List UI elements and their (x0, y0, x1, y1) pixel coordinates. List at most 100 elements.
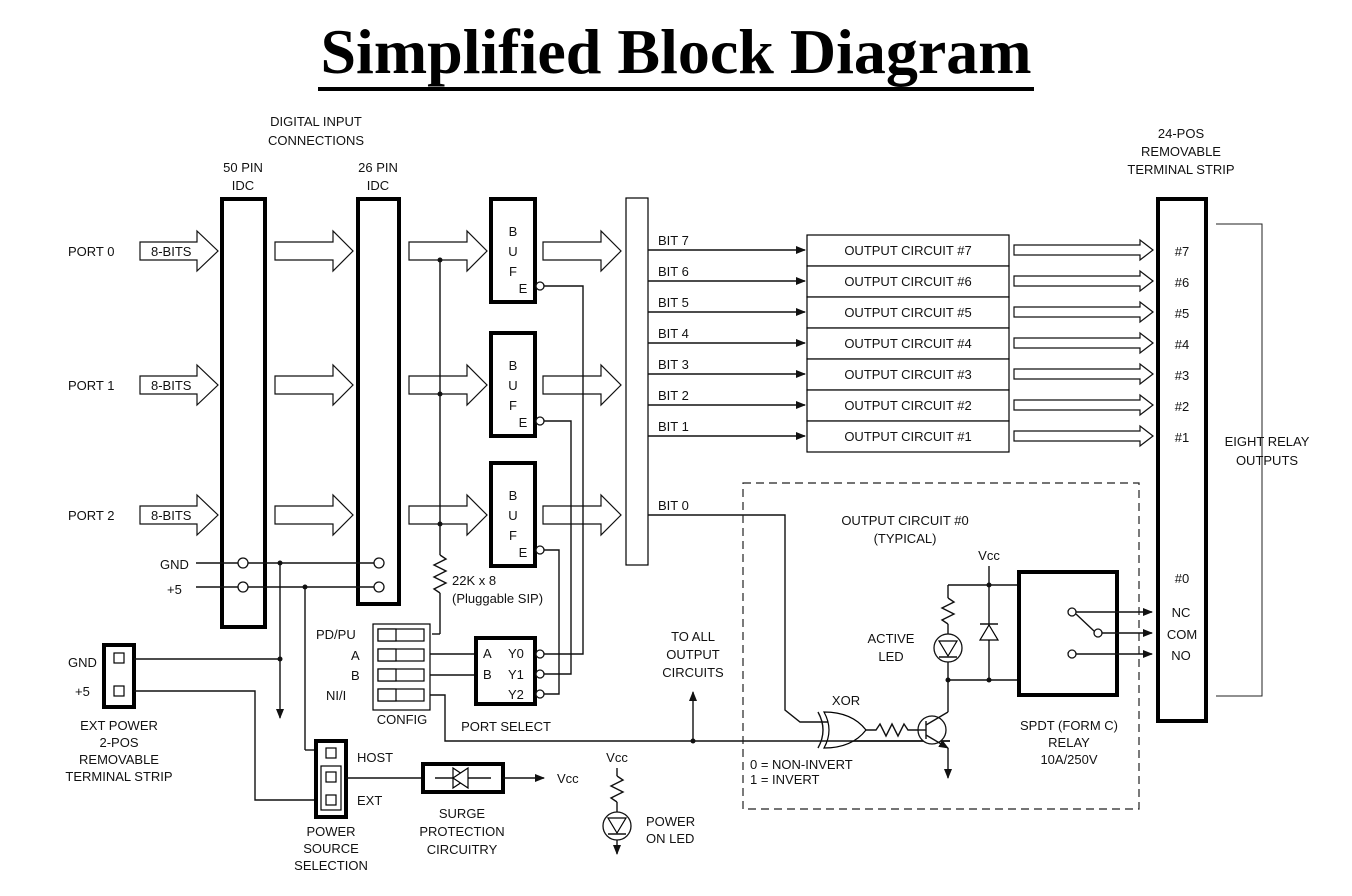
svg-text:EXT POWER: EXT POWER (80, 718, 158, 733)
svg-text:NC: NC (1172, 605, 1191, 620)
bit-lines: BIT 7 BIT 6 BIT 5 BIT 4 BIT 3 BIT 2 BIT … (648, 233, 830, 723)
output-circuit-0-label: OUTPUT CIRCUIT #0 (TYPICAL) (841, 513, 968, 546)
svg-text:#4: #4 (1175, 337, 1189, 352)
bit-1-label: BIT 1 (658, 419, 689, 434)
svg-text:E: E (519, 545, 528, 560)
surge-vcc-label: Vcc (557, 771, 579, 786)
svg-text:#6: #6 (1175, 275, 1189, 290)
config-nii-label: NI/I (326, 688, 346, 703)
svg-text:SELECTION: SELECTION (294, 858, 368, 873)
config-label: CONFIG (377, 712, 428, 727)
svg-text:ACTIVE: ACTIVE (868, 631, 915, 646)
bit-4-label: BIT 4 (658, 326, 689, 341)
surge-protection: Vcc (421, 762, 579, 794)
idc26-label: 26 PIN IDC (358, 160, 398, 193)
idc50-label: 50 PIN IDC (223, 160, 263, 193)
relay-label: SPDT (FORM C) RELAY 10A/250V (1020, 718, 1118, 767)
svg-text:F: F (509, 398, 517, 413)
config-b-label: B (351, 668, 360, 683)
svg-text:#3: #3 (1175, 368, 1189, 383)
svg-text:B: B (509, 224, 518, 239)
svg-text:LED: LED (878, 649, 903, 664)
ext-power-terminal: GND +5 (68, 643, 320, 801)
svg-text:E: E (519, 281, 528, 296)
buffer-1: B U F E (489, 331, 545, 438)
svg-text:CIRCUITS: CIRCUITS (662, 665, 724, 680)
config-pdpu-label: PD/PU (316, 627, 356, 642)
svg-text:POWER: POWER (306, 824, 355, 839)
port-1-row: PORT 1 8-BITS (68, 363, 622, 407)
svg-text:ON LED: ON LED (646, 831, 694, 846)
config-switch[interactable]: PD/PU A B NI/I CONFIG (316, 623, 950, 742)
svg-text:0 = NON-INVERT: 0 = NON-INVERT (750, 757, 853, 772)
buffer-0: B U F E (489, 197, 545, 304)
svg-text:B: B (483, 667, 492, 682)
bit-0-label: BIT 0 (658, 498, 689, 513)
svg-text:POWER: POWER (646, 814, 695, 829)
invert-legend: 0 = NON-INVERT 1 = INVERT (750, 757, 853, 787)
svg-text:#2: #2 (1175, 399, 1189, 414)
output-circuit-4: OUTPUT CIRCUIT #4 (844, 336, 971, 351)
svg-text:SOURCE: SOURCE (303, 841, 359, 856)
svg-text:#0: #0 (1175, 571, 1189, 586)
svg-text:OUTPUT CIRCUIT #0: OUTPUT CIRCUIT #0 (841, 513, 968, 528)
svg-text:TERMINAL STRIP: TERMINAL STRIP (1127, 162, 1234, 177)
svg-text:Vcc: Vcc (606, 750, 628, 765)
port-1-label: PORT 1 (68, 378, 114, 393)
output-circuit-1: OUTPUT CIRCUIT #1 (844, 429, 971, 444)
ext-gnd-label: GND (68, 655, 97, 670)
svg-text:50 PIN: 50 PIN (223, 160, 263, 175)
ext-power-label: EXT POWER 2-POS REMOVABLE TERMINAL STRIP (65, 718, 172, 784)
resistor-label: 22K x 8 (Pluggable SIP) (452, 573, 543, 606)
svg-text:E: E (519, 415, 528, 430)
svg-text:EIGHT RELAY: EIGHT RELAY (1225, 434, 1310, 449)
svg-text:SPDT (FORM C): SPDT (FORM C) (1020, 718, 1118, 733)
pullup-network (432, 257, 448, 635)
svg-text:CONNECTIONS: CONNECTIONS (268, 133, 364, 148)
output-circuit-2: OUTPUT CIRCUIT #2 (844, 398, 971, 413)
svg-text:B: B (509, 488, 518, 503)
svg-text:2-POS: 2-POS (99, 735, 138, 750)
power-rails: GND +5 (160, 557, 385, 751)
plus5-label: +5 (167, 582, 182, 597)
port-0-width: 8-BITS (151, 244, 192, 259)
terminal-strip-label: 24-POS REMOVABLE TERMINAL STRIP (1127, 126, 1234, 177)
output-circuits: OUTPUT CIRCUIT #7 OUTPUT CIRCUIT #6 OUTP… (806, 234, 1010, 453)
svg-text:F: F (509, 528, 517, 543)
svg-text:#5: #5 (1175, 306, 1189, 321)
port-select-decoder: A B Y0 Y1 Y2 PORT SELECT (461, 285, 584, 734)
bit-7-label: BIT 7 (658, 233, 689, 248)
svg-text:U: U (508, 378, 517, 393)
port-2-width: 8-BITS (151, 508, 192, 523)
svg-text:REMOVABLE: REMOVABLE (79, 752, 159, 767)
svg-text:#1: #1 (1175, 430, 1189, 445)
svg-text:B: B (509, 358, 518, 373)
svg-text:PROTECTION: PROTECTION (419, 824, 504, 839)
output-circuit-6: OUTPUT CIRCUIT #6 (844, 274, 971, 289)
output-circuit-3: OUTPUT CIRCUIT #3 (844, 367, 971, 382)
ext-label: EXT (357, 793, 382, 808)
page-title: Simplified Block Diagram (0, 14, 1352, 91)
bit-3-label: BIT 3 (658, 357, 689, 372)
svg-text:22K x 8: 22K x 8 (452, 573, 496, 588)
svg-text:A: A (483, 646, 492, 661)
svg-text:OUTPUTS: OUTPUTS (1236, 453, 1298, 468)
svg-text:Y0: Y0 (508, 646, 524, 661)
port-0-label: PORT 0 (68, 244, 114, 259)
svg-text:Y2: Y2 (508, 687, 524, 702)
power-source-jumper[interactable]: HOST EXT (314, 739, 423, 819)
relay-vcc-label: Vcc (978, 548, 1000, 563)
svg-text:COM: COM (1167, 627, 1197, 642)
svg-text:TERMINAL STRIP: TERMINAL STRIP (65, 769, 172, 784)
svg-text:TO ALL: TO ALL (671, 629, 715, 644)
bit-6-label: BIT 6 (658, 264, 689, 279)
power-source-label: POWER SOURCE SELECTION (294, 824, 368, 873)
bit-2-label: BIT 2 (658, 388, 689, 403)
svg-text:(TYPICAL): (TYPICAL) (874, 531, 937, 546)
host-label: HOST (357, 750, 393, 765)
xor-gate: XOR (817, 693, 950, 749)
output-circuit-7: OUTPUT CIRCUIT #7 (844, 243, 971, 258)
svg-text:IDC: IDC (367, 178, 389, 193)
svg-text:F: F (509, 264, 517, 279)
